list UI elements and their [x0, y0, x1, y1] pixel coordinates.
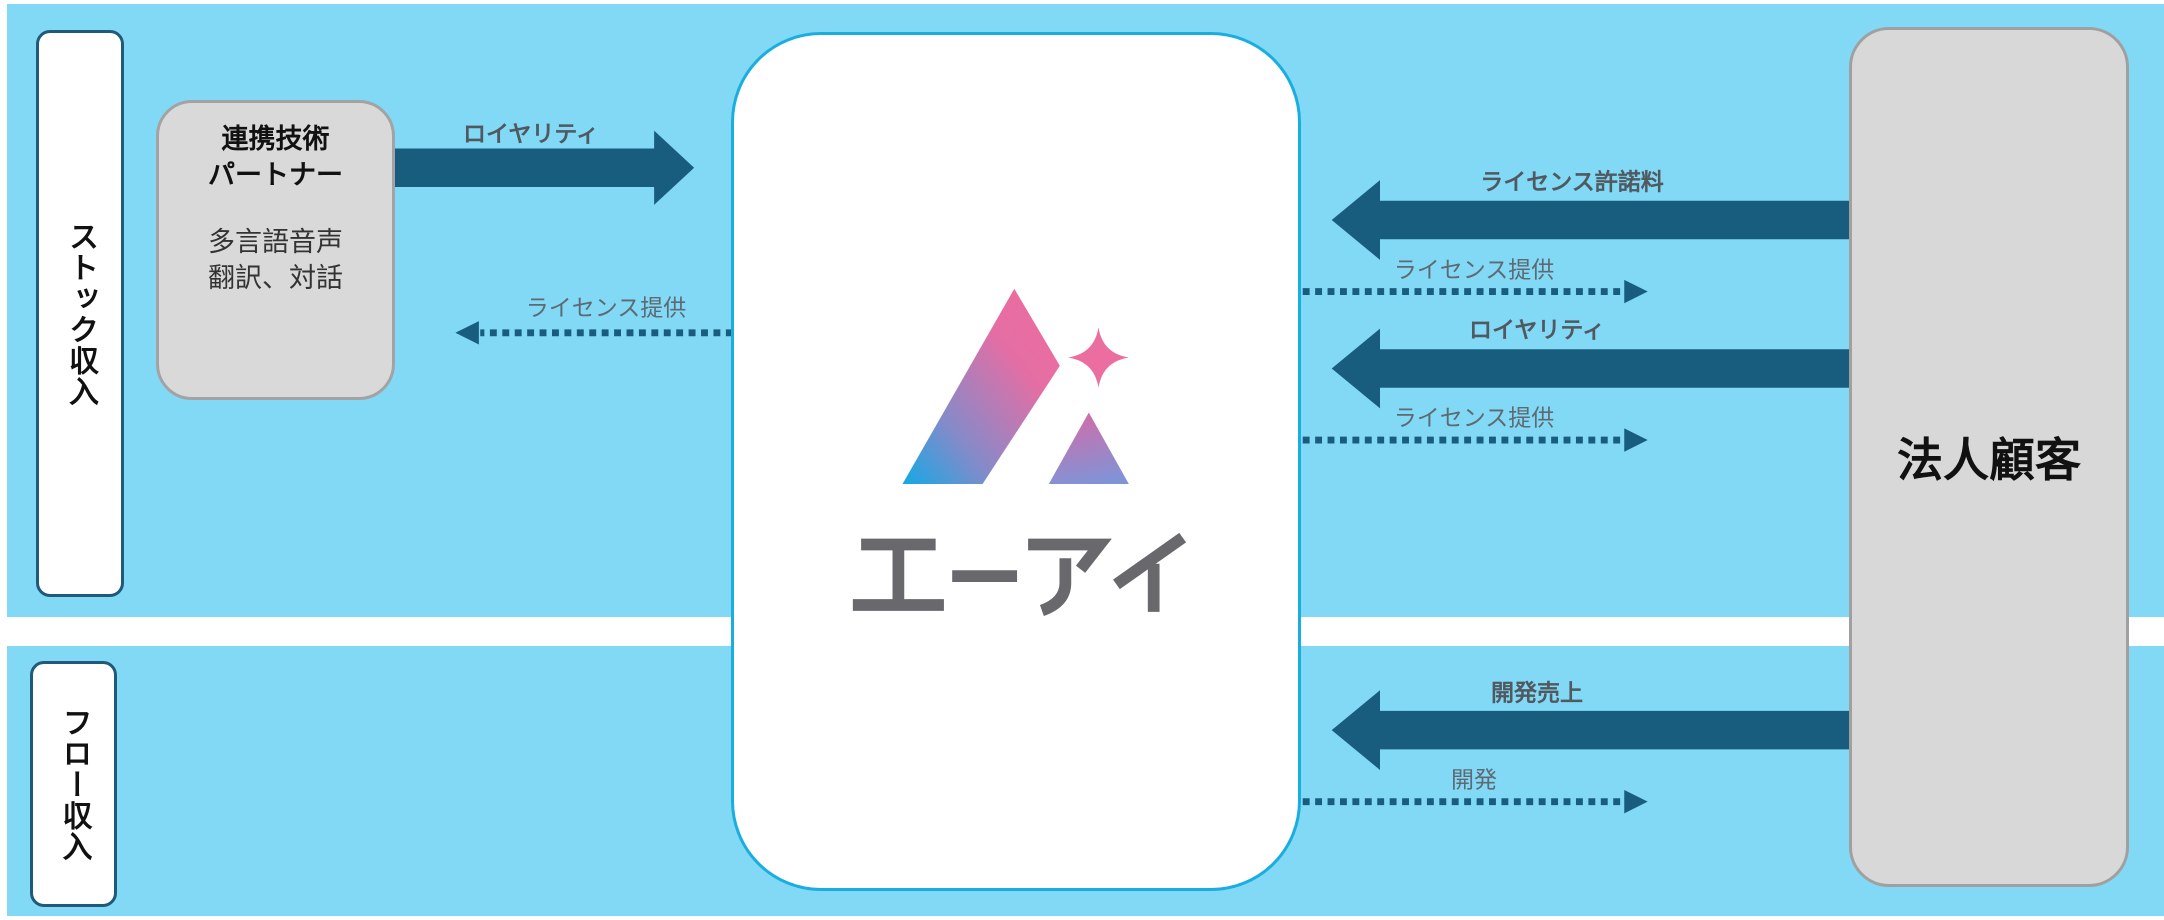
development-label: 開発 [1451, 767, 1497, 794]
customer-royalty-arrow [1331, 328, 1858, 409]
partner-royalty-arrow [391, 130, 695, 205]
development-revenue-arrow [1331, 690, 1858, 770]
customer-license-label-2: ライセンス提供 [1393, 405, 1555, 432]
partner-title-line1: 連携技術 [221, 124, 330, 155]
customer-license-arrow-1 [1302, 279, 1648, 304]
partner-license-arrow [455, 321, 733, 345]
flow-revenue-label: フロー収入 [56, 706, 92, 862]
stock-revenue-label: ストック収入 [63, 220, 98, 407]
customer-license-arrow-2 [1302, 428, 1648, 452]
development-revenue-label: 開発売上 [1491, 680, 1583, 707]
partner-title-line2: パートナー [208, 160, 343, 191]
stock-revenue-label-box: ストック収入 [36, 30, 124, 597]
partner-desc-line1: 多言語音声 [208, 227, 343, 258]
technology-partner-box: 連携技術 パートナー 多言語音声 翻訳、対話 [156, 100, 395, 400]
partner-license-label: ライセンス提供 [525, 295, 687, 322]
corporate-customer-box: 法人顧客 [1849, 27, 2129, 887]
development-arrow [1302, 789, 1648, 814]
flow-revenue-label-box: フロー収入 [30, 661, 117, 907]
company-box [731, 32, 1301, 891]
partner-royalty-label: ロイヤリティ [463, 121, 599, 148]
customer-license-label-1: ライセンス提供 [1393, 257, 1555, 284]
corporate-customer-label: 法人顧客 [1897, 433, 2081, 487]
partner-desc-line2: 翻訳、対話 [208, 263, 343, 294]
customer-royalty-label: ロイヤリティ [1469, 317, 1605, 344]
license-fee-arrow [1331, 180, 1858, 260]
license-fee-label: ライセンス許諾料 [1480, 169, 1664, 196]
